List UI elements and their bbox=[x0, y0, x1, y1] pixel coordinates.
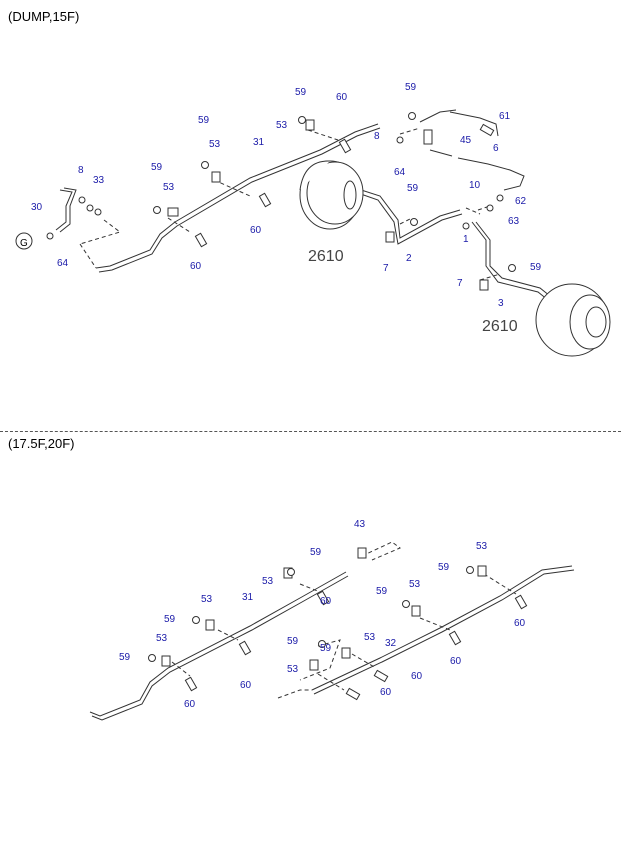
label-53: 53 bbox=[262, 576, 274, 587]
label-10: 10 bbox=[469, 180, 481, 191]
label-8: 8 bbox=[78, 165, 84, 176]
label-59: 59 bbox=[119, 652, 131, 663]
brake-pipe-32 bbox=[311, 565, 575, 695]
label-53: 53 bbox=[156, 633, 168, 644]
leader-lines-bottom bbox=[171, 541, 517, 699]
label-8: 8 bbox=[374, 131, 380, 142]
label-6: 6 bbox=[493, 143, 499, 154]
label-59: 59 bbox=[151, 162, 163, 173]
label-60: 60 bbox=[184, 699, 196, 710]
label-62: 62 bbox=[515, 196, 527, 207]
label-60: 60 bbox=[450, 656, 462, 667]
label-59: 59 bbox=[530, 262, 542, 273]
label-43: 43 bbox=[354, 519, 366, 530]
label-60: 60 bbox=[380, 687, 392, 698]
label-3: 3 bbox=[498, 298, 504, 309]
label-60: 60 bbox=[411, 671, 423, 682]
brake-pipe-30 bbox=[55, 187, 77, 233]
brake-pipe-6 bbox=[429, 111, 525, 191]
label-60: 60 bbox=[240, 680, 252, 691]
label-7: 7 bbox=[383, 263, 389, 274]
label-53: 53 bbox=[201, 594, 213, 605]
label-59: 59 bbox=[320, 643, 332, 654]
fittings-bottom bbox=[148, 547, 528, 701]
labels-bottom: 43 59 53 31 60 59 53 60 53 59 60 59 53 5… bbox=[119, 519, 526, 710]
label-59: 59 bbox=[295, 87, 307, 98]
label-59: 59 bbox=[287, 636, 299, 647]
label-7: 7 bbox=[457, 278, 463, 289]
brake-pipe-2 bbox=[354, 187, 463, 245]
brake-drum bbox=[535, 283, 611, 357]
label-60: 60 bbox=[336, 92, 348, 103]
brake-hose bbox=[419, 109, 457, 123]
label-32: 32 bbox=[385, 638, 397, 649]
section-title-17-5f-20f: (17.5F,20F) bbox=[8, 436, 75, 451]
labels-top: 2610 2610 G 59 53 31 59 53 60 60 59 60 5… bbox=[20, 82, 542, 335]
label-53: 53 bbox=[209, 139, 221, 150]
assembly-ref-lower: 2610 bbox=[482, 318, 518, 335]
label-53: 53 bbox=[163, 182, 175, 193]
label-63: 63 bbox=[508, 216, 520, 227]
label-59: 59 bbox=[310, 547, 322, 558]
label-59: 59 bbox=[407, 183, 419, 194]
label-60: 60 bbox=[514, 618, 526, 629]
label-59: 59 bbox=[376, 586, 388, 597]
brake-chamber-upper bbox=[299, 160, 364, 230]
label-64: 64 bbox=[57, 258, 69, 269]
label-53: 53 bbox=[276, 120, 288, 131]
callout-g-circle bbox=[15, 232, 33, 250]
label-53: 53 bbox=[364, 632, 376, 643]
label-33: 33 bbox=[93, 175, 105, 186]
brake-pipe-31-lower bbox=[89, 571, 349, 721]
label-60: 60 bbox=[250, 225, 262, 236]
assembly-ref-upper: 2610 bbox=[308, 248, 344, 265]
label-64: 64 bbox=[394, 167, 406, 178]
label-59: 59 bbox=[438, 562, 450, 573]
label-53: 53 bbox=[287, 664, 299, 675]
section-title-dump-15f: (DUMP,15F) bbox=[8, 9, 80, 24]
label-45: 45 bbox=[460, 135, 472, 146]
label-53: 53 bbox=[476, 541, 488, 552]
label-59: 59 bbox=[405, 82, 417, 93]
label-59: 59 bbox=[164, 614, 176, 625]
label-60: 60 bbox=[320, 596, 332, 607]
section-divider bbox=[0, 431, 621, 432]
label-2: 2 bbox=[406, 253, 412, 264]
fittings-top bbox=[46, 112, 516, 291]
label-59: 59 bbox=[198, 115, 210, 126]
label-60: 60 bbox=[190, 261, 202, 272]
callout-g-label: G bbox=[20, 238, 28, 249]
label-61: 61 bbox=[499, 111, 511, 122]
label-31: 31 bbox=[253, 137, 265, 148]
label-30: 30 bbox=[31, 202, 43, 213]
label-1: 1 bbox=[463, 234, 469, 245]
label-31: 31 bbox=[242, 592, 254, 603]
brake-pipe-3 bbox=[471, 221, 551, 301]
label-53: 53 bbox=[409, 579, 421, 590]
